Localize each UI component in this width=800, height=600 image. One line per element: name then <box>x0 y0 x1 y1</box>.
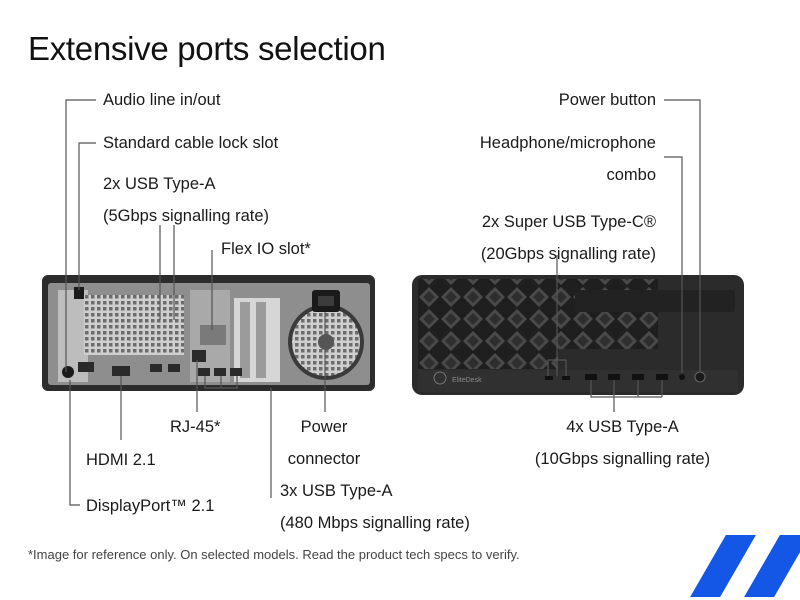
hdmi-port <box>112 366 130 376</box>
flex-io-slot <box>200 325 226 345</box>
label-usb-a-5g-line1: 2x USB Type-A <box>103 175 216 193</box>
callout-lines <box>65 99 701 506</box>
front-brand-text: EliteDesk <box>452 377 482 384</box>
label-usb-c: 2x Super USB Type-C® (20Gbps signalling … <box>481 206 656 270</box>
label-usb-c-line2: (20Gbps signalling rate) <box>480 245 656 263</box>
footnote: *Image for reference only. On selected m… <box>28 547 520 562</box>
rear-vent <box>84 295 184 355</box>
audio-jack <box>62 366 74 378</box>
displayport-port <box>78 362 94 372</box>
label-usb-a-480-line2: (480 Mbps signalling rate) <box>280 514 470 532</box>
rear-chassis <box>42 275 375 391</box>
label-headphone: Headphone/microphone combo <box>480 127 656 191</box>
front-mesh <box>418 279 558 369</box>
usb-a-port <box>608 374 620 380</box>
label-usb-a-5g-line2: (5Gbps signalling rate) <box>103 207 269 225</box>
label-power-connector-line2: connector <box>287 450 361 468</box>
rj45-port <box>192 350 206 362</box>
cable-lock-slot <box>74 287 84 299</box>
label-hdmi: HDMI 2.1 <box>86 451 156 469</box>
label-usb-a-10g-line1: 4x USB Type-A <box>566 418 679 436</box>
label-headphone-line1: Headphone/microphone <box>479 134 656 152</box>
label-displayport: DisplayPort™ 2.1 <box>86 497 215 515</box>
power-button-icon <box>694 371 706 383</box>
label-power-connector: Power connector <box>276 411 372 475</box>
label-flex-io: Flex IO slot* <box>221 240 311 258</box>
usb-a-port <box>632 374 644 380</box>
label-cable-lock: Standard cable lock slot <box>103 134 279 152</box>
hp-logo-icon <box>433 371 447 385</box>
usb-a-port <box>585 374 597 380</box>
usb-c-port <box>545 376 553 380</box>
label-usb-a-480-line1: 3x USB Type-A <box>280 482 393 500</box>
label-usb-c-line1: 2x Super USB Type-C® <box>481 213 656 231</box>
page-title: Extensive ports selection <box>28 30 386 67</box>
label-rj45: RJ-45* <box>170 418 221 436</box>
label-audio-line: Audio line in/out <box>103 91 221 109</box>
usb-c-port <box>562 376 570 380</box>
label-power-connector-line1: Power <box>300 418 348 436</box>
label-usb-a-5g: 2x USB Type-A (5Gbps signalling rate) <box>103 168 269 232</box>
label-power-button: Power button <box>558 91 656 109</box>
label-usb-a-10g: 4x USB Type-A (10Gbps signalling rate) <box>520 411 725 475</box>
label-headphone-line2: combo <box>606 166 656 184</box>
usb-a-port <box>656 374 668 380</box>
label-usb-a-480: 3x USB Type-A (480 Mbps signalling rate) <box>280 475 470 539</box>
label-usb-a-10g-line2: (10Gbps signalling rate) <box>534 450 711 468</box>
front-chassis: EliteDesk <box>412 275 744 395</box>
headphone-jack <box>679 374 685 380</box>
